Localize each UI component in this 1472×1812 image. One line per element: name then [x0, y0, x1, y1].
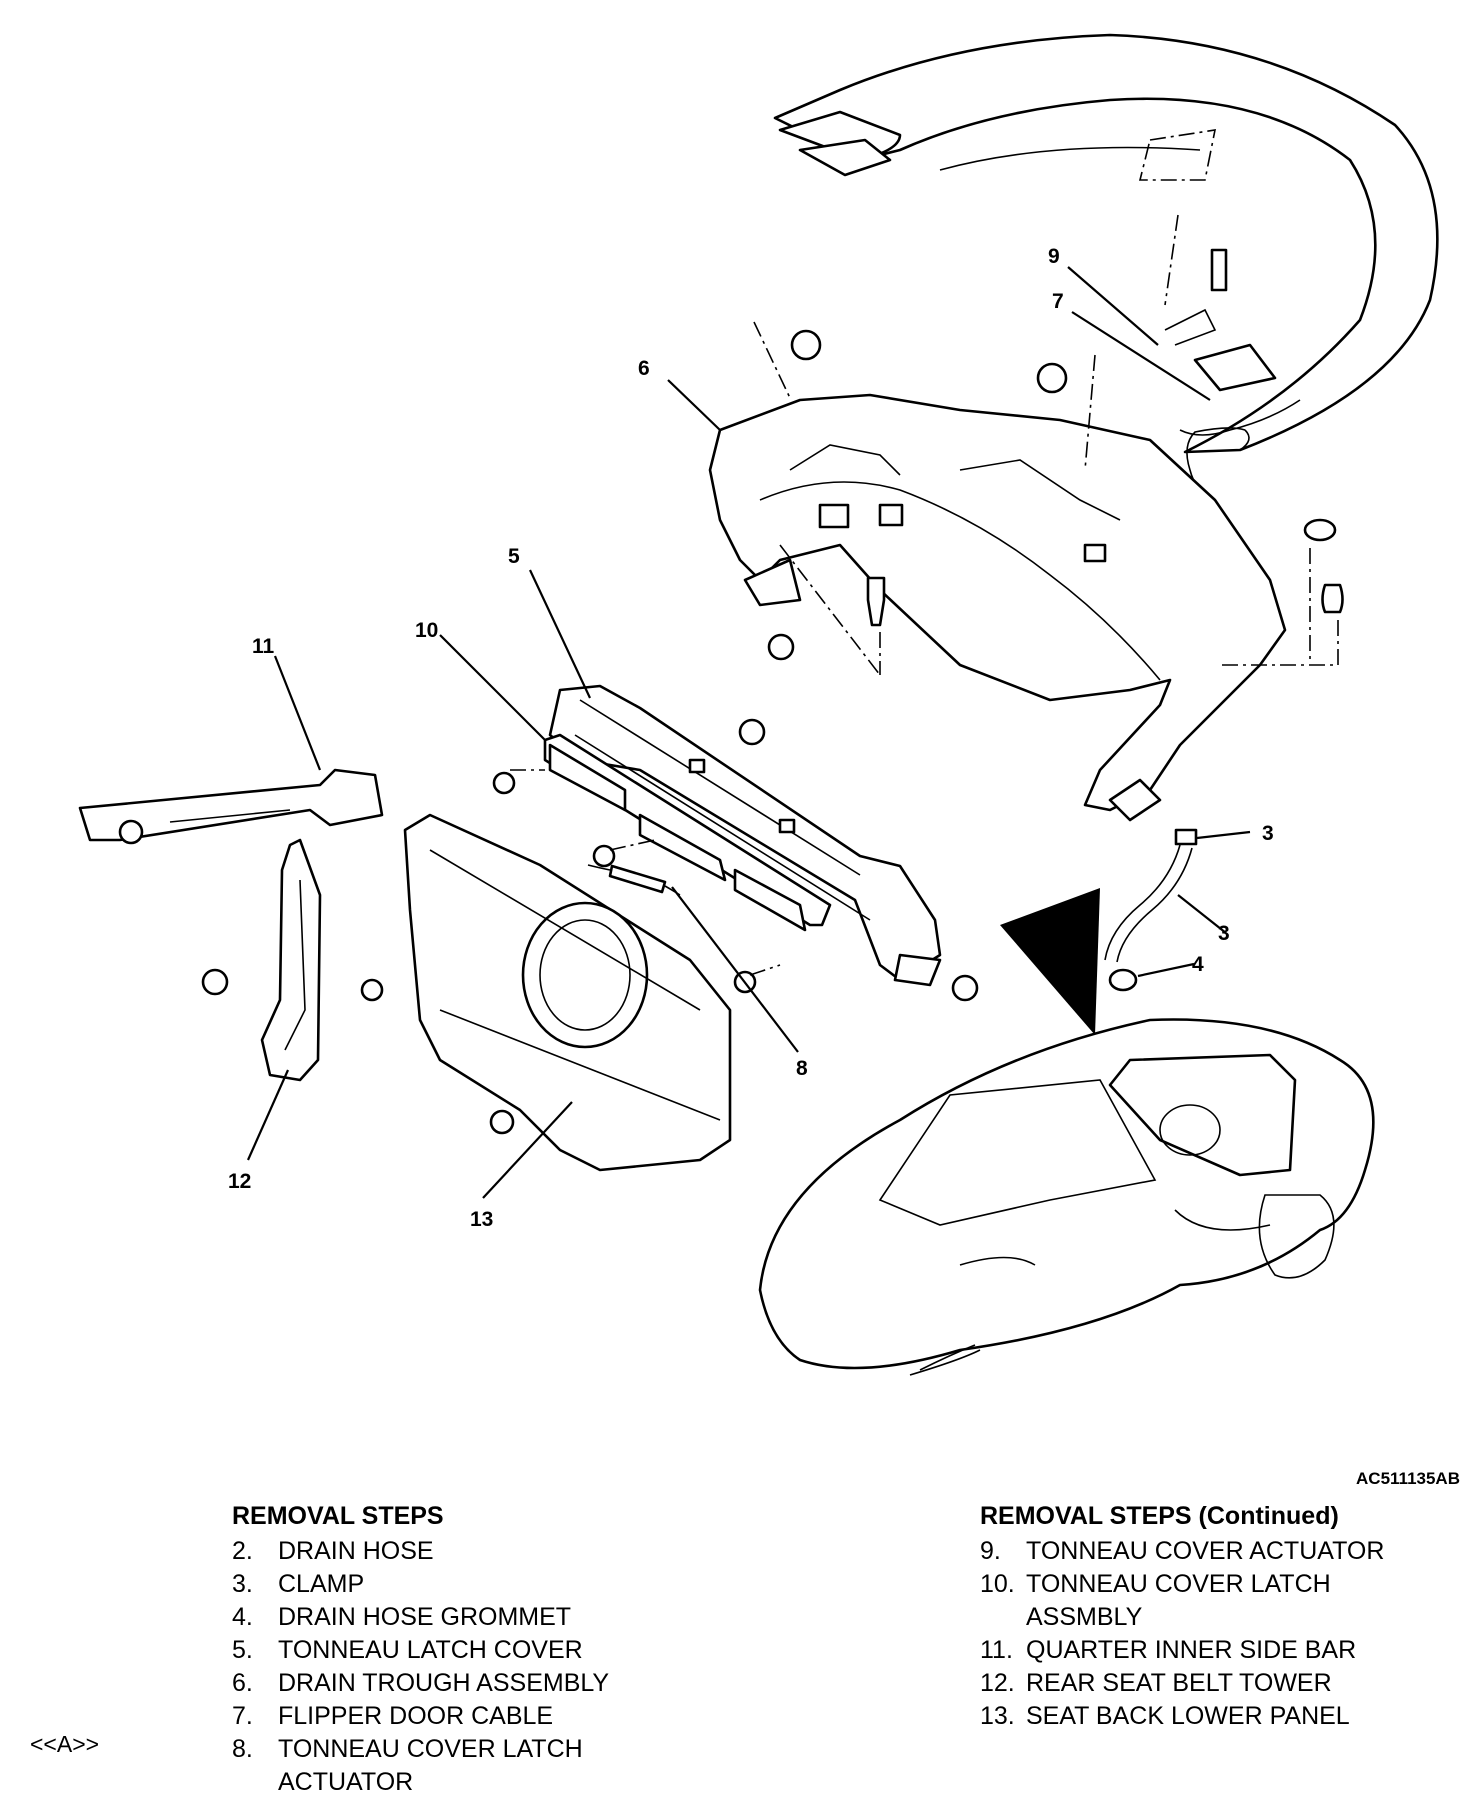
removal-steps-continued-title: REMOVAL STEPS (Continued) [980, 1502, 1339, 1530]
step-text: TONNEAU COVER LATCH ACTUATOR [278, 1735, 583, 1796]
step-text: TONNEAU COVER ACTUATOR [1026, 1537, 1385, 1565]
step-number: 6. [232, 1669, 253, 1697]
removal-step: 13. SEAT BACK LOWER PANEL [980, 1700, 1460, 1733]
callout-3: 3 [1262, 822, 1274, 845]
removal-step: 2. DRAIN HOSE [232, 1535, 712, 1568]
exploded-parts-diagram: 3 3 4 5 6 7 8 9 10 11 12 13 [78, 33, 1439, 1376]
step-number: 10. [980, 1570, 1015, 1598]
callout-11: 11 [252, 635, 275, 658]
seat-back-lower-panel [403, 813, 732, 1172]
callout-7: 7 [1052, 290, 1064, 313]
callout-4: 4 [1192, 953, 1204, 976]
step-text: DRAIN HOSE [278, 1537, 434, 1565]
step-number: 2. [232, 1537, 253, 1565]
step-text: TONNEAU LATCH COVER [278, 1636, 583, 1664]
removal-step: 8. TONNEAU COVER LATCH ACTUATOR [232, 1733, 712, 1799]
step-text: REAR SEAT BELT TOWER [1026, 1669, 1332, 1697]
step-number: 7. [232, 1702, 253, 1730]
removal-step: 9. TONNEAU COVER ACTUATOR [980, 1535, 1460, 1568]
removal-step: 5. TONNEAU LATCH COVER [232, 1634, 712, 1667]
rear-seat-belt-tower [260, 838, 322, 1082]
removal-step: 4. DRAIN HOSE GROMMET [232, 1601, 712, 1634]
callout-12: 12 [228, 1170, 251, 1193]
removal-step: 7. FLIPPER DOOR CABLE [232, 1700, 712, 1733]
fastener-clips [738, 329, 1068, 1002]
removal-step: 10. TONNEAU COVER LATCH ASSMBLY [980, 1568, 1460, 1634]
step-number: 4. [232, 1603, 253, 1631]
step-text: QUARTER INNER SIDE BAR [1026, 1636, 1357, 1664]
step-number: 9. [980, 1537, 1001, 1565]
step-number: 11. [980, 1636, 1013, 1664]
figure-id: AC511135AB [1356, 1469, 1460, 1488]
callout-labels: 3 3 4 5 6 7 8 9 10 11 12 13 [228, 245, 1274, 1231]
removal-step: 11. QUARTER INNER SIDE BAR [980, 1634, 1460, 1667]
removal-steps-list: REMOVAL STEPS 2. DRAIN HOSE 3. CLAMP 4. DRA… [232, 1500, 712, 1799]
drain-trough-assembly [708, 393, 1287, 822]
step-text: DRAIN TROUGH ASSEMBLY [278, 1669, 610, 1697]
tonneau-cover-latch-actuator [587, 864, 681, 896]
removal-step: 12. REAR SEAT BELT TOWER [980, 1667, 1460, 1700]
fastener-bolts [118, 576, 886, 1135]
callout-6: 6 [638, 357, 650, 380]
callout-5: 5 [508, 545, 520, 568]
reference-mark-a: <<A>> [30, 1731, 100, 1757]
callout-10: 10 [415, 619, 438, 642]
step-text: FLIPPER DOOR CABLE [278, 1702, 554, 1730]
step-number: 12. [980, 1669, 1015, 1697]
callout-2: 3 [1218, 922, 1230, 945]
callout-13: 13 [470, 1208, 493, 1231]
step-number: 3. [232, 1570, 253, 1598]
removal-step: 3. CLAMP [232, 1568, 712, 1601]
tonneau-latch-cover [548, 684, 942, 987]
step-text: SEAT BACK LOWER PANEL [1026, 1702, 1350, 1730]
drain-hose-group [1104, 518, 1344, 992]
step-number: 8. [232, 1735, 253, 1763]
location-pointer [1000, 888, 1100, 1035]
tonneau-cover [773, 33, 1439, 454]
alignment-lines [510, 214, 1339, 976]
quarter-inner-side-bar [78, 768, 384, 842]
removal-steps-continued-list: REMOVAL STEPS (Continued) 9. TONNEAU COVE… [980, 1500, 1460, 1733]
removal-steps-title: REMOVAL STEPS [232, 1502, 444, 1530]
step-number: 13. [980, 1702, 1015, 1730]
tonneau-cover-latch-assembly [543, 733, 832, 932]
step-number: 5. [232, 1636, 253, 1664]
step-text: TONNEAU COVER LATCH ASSMBLY [1026, 1570, 1331, 1631]
callout-8: 8 [796, 1057, 808, 1080]
step-text: DRAIN HOSE GROMMET [278, 1603, 572, 1631]
leader-lines [246, 266, 1251, 1199]
step-text: CLAMP [278, 1570, 365, 1598]
callout-9: 9 [1048, 245, 1060, 268]
vehicle-location-outline [758, 1018, 1375, 1376]
removal-step: 6. DRAIN TROUGH ASSEMBLY [232, 1667, 712, 1700]
